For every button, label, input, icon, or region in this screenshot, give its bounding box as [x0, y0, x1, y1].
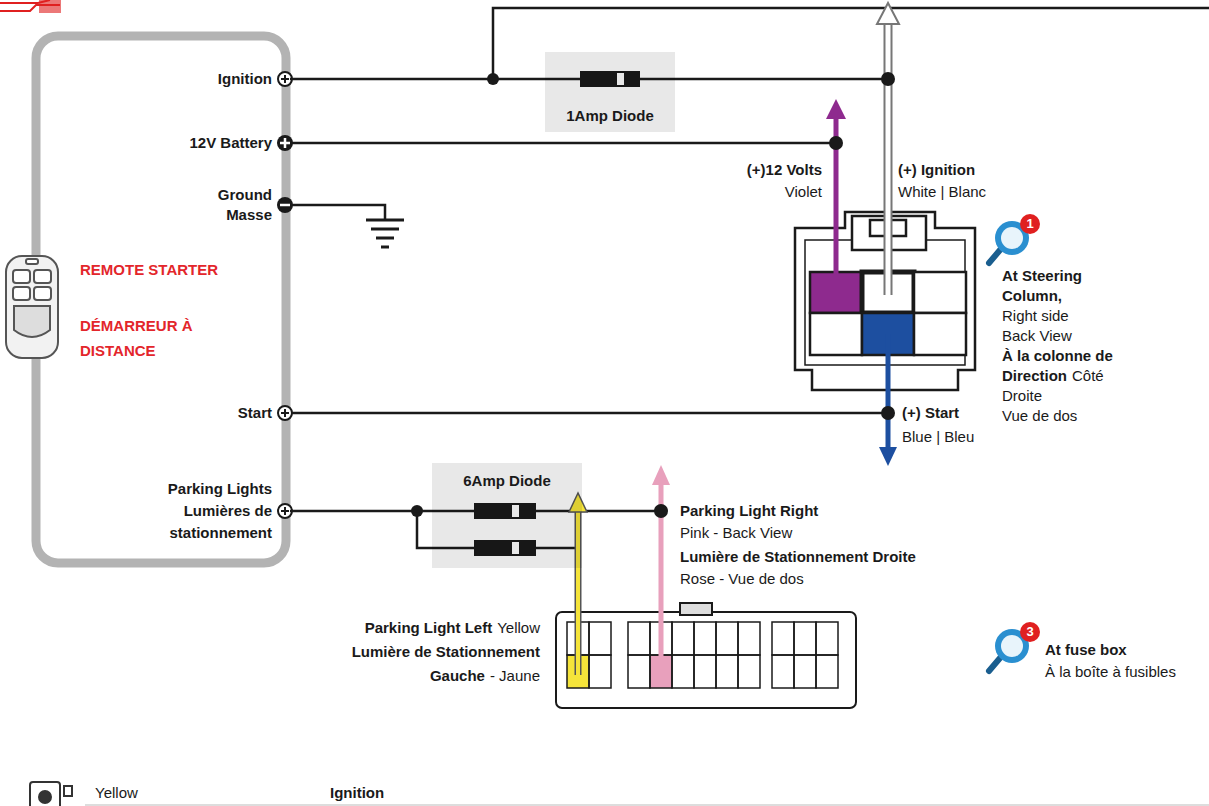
diode-box: 1Amp Diode — [545, 52, 675, 132]
label-block: At Steering Column,Right sideBack ViewÀ … — [1002, 266, 1147, 426]
callout-number: 1 — [1020, 214, 1040, 234]
terminals — [277, 72, 293, 518]
location-note: Right side — [1002, 306, 1147, 326]
diode-box: 6Amp Diode — [432, 463, 582, 568]
location-note: À la boîte à fusibles — [1045, 662, 1176, 682]
violet-12v-arrow — [826, 99, 846, 290]
pink-parking-arrow — [652, 465, 670, 675]
wire-color: - Jaune — [490, 667, 540, 684]
ground-symbol — [366, 220, 404, 247]
magnifier-icon — [989, 214, 1040, 263]
wire-color: Yellow — [95, 783, 138, 803]
callout-number: 3 — [1020, 622, 1040, 642]
bottom-row-icon — [30, 782, 1209, 806]
location-note: Back View — [1002, 326, 1147, 346]
node-label: Lumières de stationnement — [154, 500, 272, 544]
magnifier-icon — [989, 622, 1040, 671]
location-note: At Steering Column, — [1002, 266, 1114, 306]
node-label: Ignition — [122, 69, 272, 89]
node-label: Ground — [122, 185, 272, 205]
node-label: Masse — [122, 205, 272, 225]
wire-color: Rose - Vue de dos — [680, 569, 804, 589]
remote-starter-box: Ignition 12V BatteryGroundMasseREMOTE STA… — [32, 32, 290, 567]
node-label: 6Amp Diode — [432, 471, 582, 491]
location-note: Vue de dos — [1002, 406, 1147, 426]
node-label: Parking Lights — [122, 479, 272, 499]
node-label: REMOTE STARTER — [80, 260, 218, 280]
node-label: 1Amp Diode — [545, 106, 675, 126]
cut-off-figure — [0, 0, 60, 12]
fuse-box-connector — [556, 603, 856, 708]
wire-color: Blue | Bleu — [902, 427, 974, 447]
blue-start-arrow — [879, 334, 897, 466]
wire-label: (+) Ignition — [898, 160, 975, 180]
wires — [292, 8, 1209, 548]
wire-connector — [290, 510, 432, 513]
location-note: At fuse box — [1045, 640, 1127, 660]
wire-connector — [290, 78, 545, 81]
node-label: DÉMARREUR À DISTANCE — [80, 313, 230, 363]
label-block: Lumière de Stationnement Gauche- Jaune — [335, 640, 540, 688]
node-label: Start — [122, 403, 272, 423]
wire-label: Parking Light Right — [680, 501, 818, 521]
node-label: 12V Battery — [122, 133, 272, 153]
wire-color: White | Blanc — [898, 182, 986, 202]
wire-label: Ignition — [330, 783, 384, 803]
wire-color: Pink - Back View — [680, 523, 792, 543]
label-block: Parking Light LeftYellow — [300, 616, 540, 640]
wire-color: Violet — [692, 182, 822, 202]
wire-color: Yellow — [497, 619, 540, 636]
key-fob — [6, 256, 58, 358]
wire-label: (+) Start — [902, 403, 959, 423]
wire-label: Lumière de Stationnement Droite — [680, 547, 916, 567]
wire-label: Parking Light Left — [365, 619, 493, 636]
junction-dots — [411, 72, 895, 518]
white-ignition-arrow — [877, 3, 899, 295]
wire-label: (+)12 Volts — [692, 160, 822, 180]
remote-starter-housing — [36, 36, 286, 563]
